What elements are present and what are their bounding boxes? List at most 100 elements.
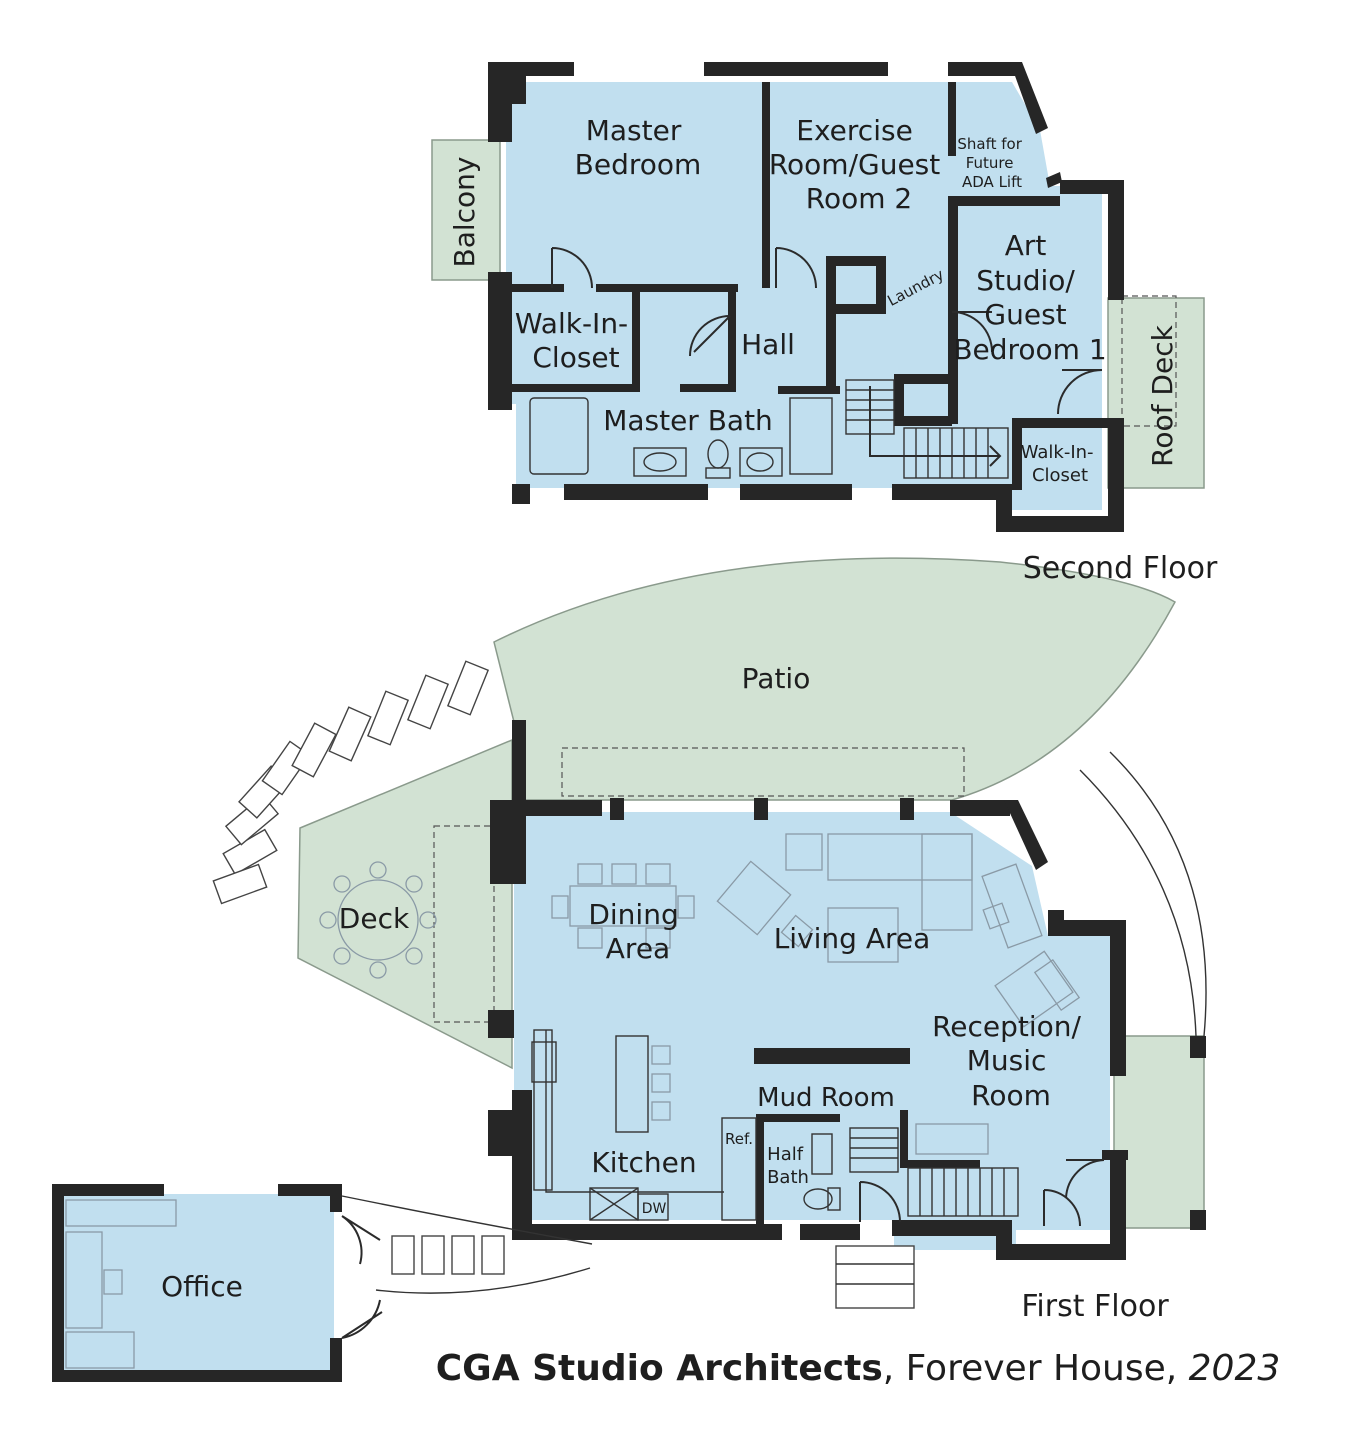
dining-area-label: Dining Area (588, 898, 687, 965)
wall (564, 484, 708, 500)
label-line: Master (586, 114, 682, 147)
label-line: Music (967, 1044, 1047, 1077)
curved-steps (212, 660, 490, 905)
wall (826, 304, 886, 314)
label-line: Closet (532, 341, 619, 374)
wall (1048, 920, 1124, 936)
reception-label: Reception/ Music Room (932, 1010, 1090, 1112)
wall (1190, 1210, 1206, 1230)
kitchen-counter (545, 1030, 724, 1193)
shaft-label: Shaft for Future ADA Lift (957, 135, 1026, 191)
patio-trellis-outline (561, 747, 965, 797)
stair-arrow (869, 386, 1002, 467)
hall-label: Hall (741, 328, 795, 361)
refrigerator (721, 1117, 757, 1221)
step (451, 1235, 475, 1275)
deck-area (297, 738, 513, 1070)
door-swing (689, 315, 731, 357)
wall (488, 272, 512, 410)
wall (512, 62, 574, 76)
chair (645, 927, 671, 949)
chair (982, 902, 1010, 930)
wall (728, 292, 736, 388)
stair-run (849, 1127, 899, 1173)
wall (1012, 418, 1022, 490)
mud-room-label: Mud Room (757, 1083, 895, 1113)
shower (789, 397, 833, 475)
door-swing (341, 1299, 383, 1339)
chair (577, 927, 603, 949)
master-bath-label: Master Bath (603, 404, 773, 437)
chair (369, 961, 387, 979)
chair (677, 895, 695, 919)
chair (611, 863, 637, 885)
roof-deck-outline (1121, 295, 1177, 427)
door-swing (1043, 1189, 1081, 1227)
first-floor-interior (514, 812, 1110, 1250)
label-line: Closet (1032, 465, 1088, 486)
wall (894, 374, 904, 426)
label-line: Shaft for (957, 135, 1022, 153)
wall (740, 484, 852, 500)
chair (405, 875, 423, 893)
stool (651, 1045, 671, 1065)
patio-label: Patio (742, 662, 811, 695)
first-floor-title: First Floor (1021, 1289, 1169, 1324)
kitchen-counter (533, 1029, 553, 1191)
ref-label: Ref. (725, 1130, 753, 1148)
wall (278, 1184, 342, 1196)
label-line: Room 2 (806, 182, 912, 215)
label-line: Exercise (796, 114, 913, 147)
deck-label: Deck (339, 902, 410, 935)
front-steps (836, 1263, 914, 1285)
wall (512, 384, 640, 392)
credit-year: 2023 (1189, 1348, 1281, 1389)
wall (512, 720, 526, 824)
wall (900, 1160, 980, 1168)
wall (488, 62, 512, 142)
dining-table (569, 885, 677, 927)
entry-porch (1113, 1035, 1205, 1229)
wall (756, 1114, 840, 1122)
balcony-label: Balcony (448, 157, 481, 268)
wall (512, 1224, 782, 1240)
label-line: Area (606, 932, 670, 965)
wall (1010, 62, 1048, 134)
walk-in-closet-2-label: Walk-In- Closet (1021, 442, 1100, 486)
sink (643, 452, 677, 472)
stool (651, 1073, 671, 1093)
wall (826, 256, 836, 386)
wall (52, 1184, 164, 1196)
vanity (739, 447, 783, 477)
wall (900, 798, 914, 820)
chair (419, 911, 437, 929)
wall (892, 1220, 1012, 1236)
wall (948, 82, 956, 156)
toilet-tank (827, 1187, 841, 1211)
desk (65, 1199, 177, 1227)
wall (754, 1048, 910, 1064)
living-furniture (716, 833, 1081, 1155)
wall (800, 1224, 860, 1240)
walk-in-closet-label: Walk-In- Closet (515, 307, 637, 374)
door-swing (951, 311, 993, 353)
chair (319, 911, 337, 929)
wall (680, 384, 736, 392)
sink (811, 1133, 833, 1175)
chair (551, 895, 569, 919)
label-line: Bath (767, 1167, 809, 1188)
wall (996, 516, 1124, 532)
label-line: Walk-In- (1021, 442, 1094, 463)
cabinet (65, 1331, 135, 1369)
wall (596, 284, 738, 292)
wall (756, 1114, 764, 1224)
wall (512, 1090, 532, 1240)
label-line: Walk-In- (515, 307, 628, 340)
wall (1108, 418, 1124, 532)
door-swing (1065, 1159, 1105, 1199)
chair (369, 861, 387, 879)
wall (330, 1184, 342, 1212)
wall (704, 62, 888, 76)
toilet-bowl (803, 1188, 833, 1210)
exercise-room-label: Exercise Room/Guest Room 2 (769, 114, 949, 215)
